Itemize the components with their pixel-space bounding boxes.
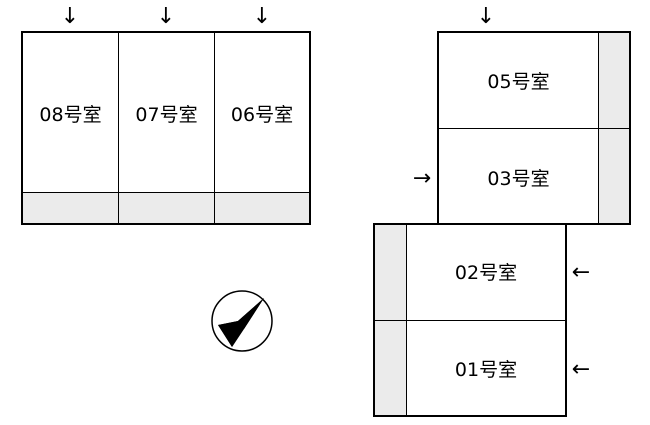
balcony-06: [215, 193, 309, 223]
room-05-label: 05号室: [487, 71, 550, 93]
room-07-label: 07号室: [135, 104, 198, 126]
divider-08-07: [118, 33, 119, 223]
balcony-05: [599, 33, 629, 128]
balcony-line-left: [23, 192, 309, 193]
entrance-arrow-03: →: [412, 166, 432, 191]
room-08-label: 08号室: [39, 104, 102, 126]
entrance-arrow-02: ←: [571, 260, 591, 285]
balcony-07: [119, 193, 214, 223]
entrance-arrow-08: ↓: [60, 4, 80, 29]
divider-02-01: [375, 320, 565, 321]
balcony-03: [599, 129, 629, 223]
balcony-01: [375, 321, 406, 415]
north-arrow-icon: [211, 290, 273, 352]
entrance-arrow-05: ↓: [476, 4, 496, 29]
balcony-02: [375, 225, 406, 320]
entrance-arrow-06: ↓: [252, 4, 272, 29]
room-01-label: 01号室: [454, 359, 518, 381]
entrance-arrow-01: ←: [571, 357, 591, 382]
entrance-arrow-07: ↓: [156, 4, 176, 29]
balcony-08: [23, 193, 118, 223]
room-02-label: 02号室: [454, 262, 518, 284]
room-06-label: 06号室: [230, 104, 294, 126]
room-03-label: 03号室: [487, 168, 550, 190]
divider-07-06: [214, 33, 215, 223]
divider-05-03: [439, 128, 629, 129]
